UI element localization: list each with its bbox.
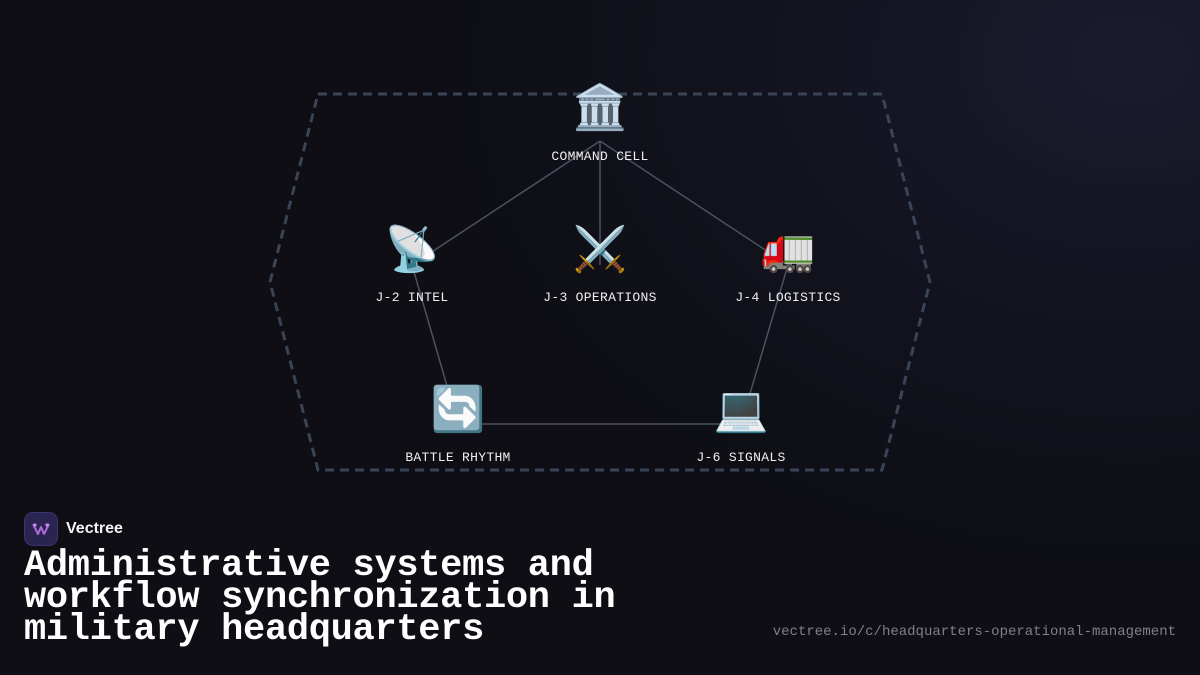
laptop-icon: 💻 (713, 384, 769, 435)
edge-logistics-signals (740, 264, 789, 425)
cycle-arrows-icon: 🔄 (430, 384, 486, 435)
government-building-icon: 🏛️ (572, 82, 628, 133)
node-label-rhythm: BATTLE RHYTHM (405, 450, 511, 465)
diagram-canvas (268, 92, 932, 472)
source-url: vectree.io/c/headquarters-operational-ma… (772, 624, 1176, 640)
truck-icon: 🚛 (760, 224, 816, 275)
crossed-swords-icon: ⚔️ (572, 224, 628, 275)
satellite-dish-icon: 📡 (384, 224, 440, 275)
vectree-logo-icon (24, 512, 58, 546)
node-label-intel: J-2 INTEL (375, 290, 449, 305)
edge-intel-rhythm (411, 264, 459, 425)
node-label-ops: J-3 OPERATIONS (543, 290, 657, 305)
brand: Vectree (24, 512, 123, 546)
page-title: Administrative systems and workflow sync… (24, 545, 616, 651)
brand-name: Vectree (66, 520, 123, 537)
node-label-signals: J-6 SIGNALS (696, 450, 786, 465)
node-label-logistics: J-4 LOGISTICS (735, 290, 841, 305)
org-diagram: 🏛️ COMMAND CELL 📡 J-2 INTEL ⚔️ J-3 OPERATIONS… (268, 82, 932, 472)
node-label-command: COMMAND CELL (551, 149, 649, 164)
edge-command-intel (411, 140, 601, 266)
diagram-boundary (268, 92, 932, 472)
edge-command-logistics (599, 140, 789, 266)
